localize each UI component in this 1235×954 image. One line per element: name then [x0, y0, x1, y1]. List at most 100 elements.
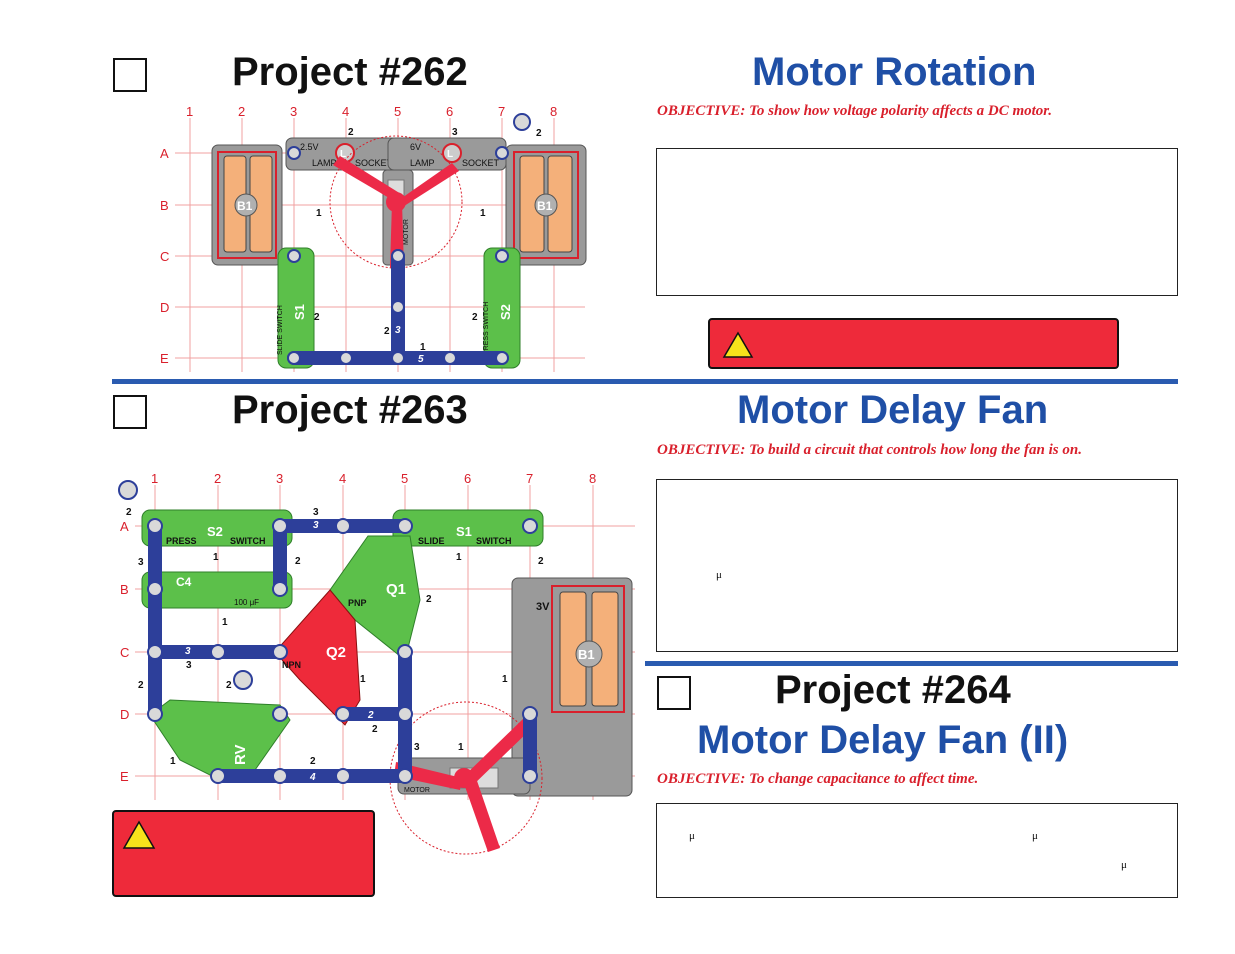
svg-text:8: 8	[589, 471, 596, 486]
col-8: 8	[550, 104, 557, 119]
svg-text:2: 2	[472, 312, 478, 323]
variable-resistor-rv: RV	[149, 699, 291, 781]
col-4: 4	[342, 104, 349, 119]
svg-text:Q1: Q1	[386, 581, 406, 598]
warning-icon	[722, 331, 754, 358]
col-3: 3	[290, 104, 297, 119]
svg-text:3V: 3V	[536, 601, 550, 613]
svg-text:SOCKET: SOCKET	[462, 158, 500, 168]
row-b: B	[160, 198, 169, 213]
svg-text:7: 7	[526, 471, 533, 486]
svg-text:2: 2	[372, 724, 378, 735]
svg-text:B1: B1	[578, 647, 595, 662]
lamp-socket-right: 6V LAMP SOCKET L	[387, 137, 507, 171]
svg-text:1: 1	[502, 674, 508, 685]
project-264-checkbox[interactable]	[657, 676, 691, 710]
svg-text:3: 3	[313, 507, 319, 518]
svg-text:3: 3	[276, 471, 283, 486]
transistor-q1-pnp: Q1 PNP	[329, 535, 421, 661]
svg-text:2: 2	[367, 710, 374, 721]
svg-text:2: 2	[384, 326, 390, 337]
press-switch-s2: S2 PRESS SWITCH	[141, 509, 293, 547]
svg-text:2: 2	[126, 507, 132, 518]
svg-text:2: 2	[226, 680, 232, 691]
col-1: 1	[186, 104, 193, 119]
svg-text:SLIDE SWITCH: SLIDE SWITCH	[277, 305, 284, 355]
project-264-label: Project #264	[775, 668, 1011, 712]
project-263-title: Motor Delay Fan	[737, 388, 1049, 432]
row-e: E	[160, 351, 169, 366]
row-d: D	[160, 300, 169, 315]
project-263-warning-box	[112, 810, 375, 897]
svg-text:4: 4	[309, 772, 316, 783]
svg-text:2: 2	[138, 680, 144, 691]
svg-text:E: E	[120, 769, 129, 784]
svg-text:SWITCH: SWITCH	[230, 536, 266, 546]
micro-symbol: μ	[716, 569, 722, 581]
press-switch-s2: S2 PRESS SWITCH	[483, 247, 521, 369]
svg-text:B: B	[120, 582, 129, 597]
svg-text:4: 4	[339, 471, 346, 486]
svg-text:3: 3	[414, 742, 420, 753]
svg-text:A: A	[120, 519, 129, 534]
svg-text:1: 1	[458, 742, 464, 753]
b1-left-label: B1	[237, 199, 253, 213]
row-a: A	[160, 146, 169, 161]
row-c: C	[160, 249, 169, 264]
svg-text:1: 1	[213, 552, 219, 563]
svg-text:3: 3	[186, 660, 192, 671]
svg-text:SWITCH: SWITCH	[476, 536, 512, 546]
svg-text:1: 1	[151, 471, 158, 486]
project-264-instructions-box: μ μ μ	[656, 803, 1178, 898]
svg-text:S2: S2	[498, 304, 513, 320]
circuit-diagram-263: 1 2 3 4 5 6 7 8 A B C D E B1 3V S2 PRESS…	[118, 471, 635, 855]
snap-connectors	[287, 113, 531, 365]
micro-symbol: μ	[1121, 859, 1127, 871]
snap-connectors	[118, 480, 538, 784]
svg-text:S1: S1	[292, 304, 307, 320]
svg-text:3: 3	[452, 127, 458, 138]
project-264-objective: OBJECTIVE: To change capacitance to affe…	[657, 771, 979, 787]
col-7: 7	[498, 104, 505, 119]
svg-text:MOTOR: MOTOR	[403, 219, 410, 245]
svg-text:S2: S2	[207, 524, 223, 539]
svg-text:PRESS: PRESS	[166, 536, 197, 546]
svg-text:3: 3	[185, 646, 191, 657]
svg-text:2: 2	[538, 556, 544, 567]
svg-text:2: 2	[536, 128, 542, 139]
svg-text:C4: C4	[176, 575, 192, 589]
battery-b1-left: B1	[211, 144, 283, 266]
svg-text:C: C	[120, 645, 129, 660]
svg-text:100 μF: 100 μF	[234, 598, 259, 607]
svg-text:3: 3	[138, 557, 144, 568]
svg-text:2: 2	[214, 471, 221, 486]
svg-text:1: 1	[222, 617, 228, 628]
slide-switch-s1: S1 SLIDE SWITCH	[392, 509, 544, 547]
svg-text:NPN: NPN	[282, 660, 301, 670]
svg-text:1: 1	[456, 552, 462, 563]
svg-text:2: 2	[314, 312, 320, 323]
project-262-checkbox[interactable]	[113, 58, 147, 92]
svg-text:RV: RV	[232, 744, 249, 765]
svg-text:2: 2	[426, 594, 432, 605]
project-263-checkbox[interactable]	[113, 395, 147, 429]
section-divider-2	[645, 661, 1178, 666]
micro-symbol: μ	[689, 830, 695, 842]
project-262-title: Motor Rotation	[752, 50, 1037, 94]
transistor-q2-npn: Q2 NPN	[274, 589, 361, 726]
svg-text:3: 3	[395, 325, 401, 336]
svg-text:1: 1	[360, 674, 366, 685]
col-2: 2	[238, 104, 245, 119]
project-263-objective: OBJECTIVE: To build a circuit that contr…	[657, 442, 1082, 458]
col-5: 5	[394, 104, 401, 119]
svg-text:LAMP: LAMP	[410, 158, 435, 168]
project-263-instructions-box: μ	[656, 479, 1178, 652]
svg-text:2: 2	[295, 556, 301, 567]
svg-text:2: 2	[310, 756, 316, 767]
slide-switch-s1: S1 SLIDE SWITCH	[277, 247, 315, 369]
warning-icon	[122, 820, 156, 849]
capacitor-c4: C4 100 μF	[141, 571, 293, 609]
svg-text:1: 1	[480, 208, 486, 219]
svg-text:SOCKET: SOCKET	[355, 158, 393, 168]
svg-text:SLIDE: SLIDE	[418, 536, 445, 546]
